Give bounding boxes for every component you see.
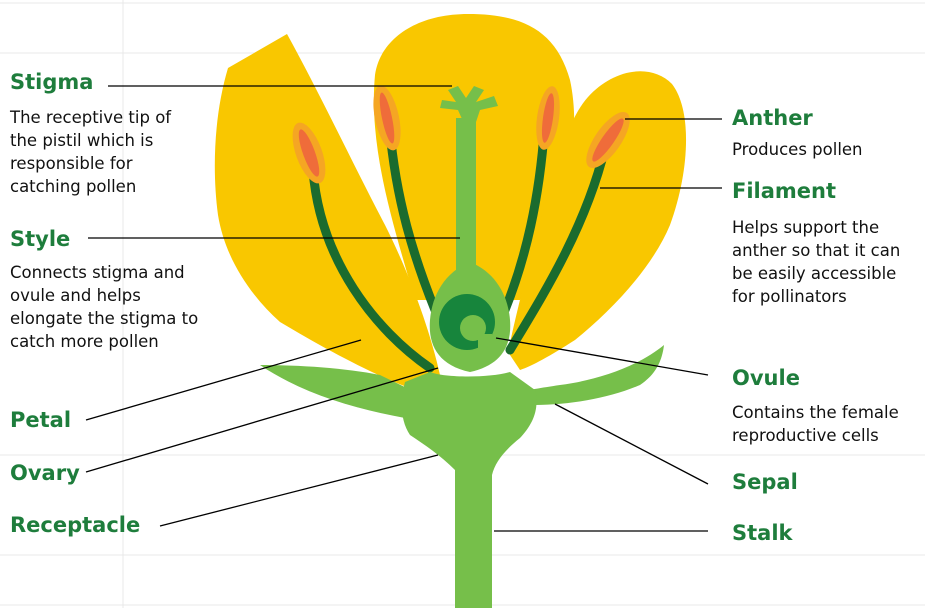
desc-anther: Produces pollen: [732, 138, 922, 161]
label-petal: Petal: [10, 408, 71, 432]
label-stalk: Stalk: [732, 521, 793, 545]
style: [456, 118, 476, 278]
label-style: Style: [10, 227, 70, 251]
desc-stigma: The receptive tip of the pistil which is…: [10, 106, 200, 198]
label-sepal: Sepal: [732, 470, 798, 494]
label-ovary: Ovary: [10, 461, 80, 485]
desc-style: Connects stigma and ovule and helps elon…: [10, 261, 205, 353]
stalk: [402, 372, 537, 608]
label-filament: Filament: [732, 179, 836, 203]
label-stigma: Stigma: [10, 70, 93, 94]
label-receptacle: Receptacle: [10, 513, 140, 537]
desc-filament: Helps support the anther so that it can …: [732, 216, 902, 308]
receptacle-line: [160, 455, 438, 526]
label-anther: Anther: [732, 106, 813, 130]
ovary-line: [86, 368, 438, 472]
desc-ovule: Contains the female reproductive cells: [732, 401, 924, 447]
sepal-line: [555, 404, 708, 484]
ovule: [439, 294, 495, 350]
label-ovule: Ovule: [732, 366, 800, 390]
